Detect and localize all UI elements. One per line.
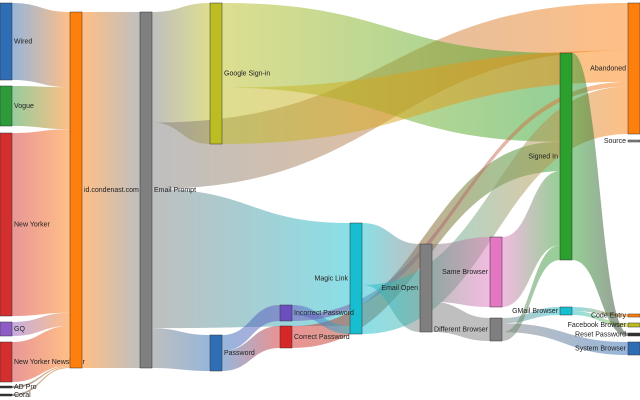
link-incorrect-to-abandoned xyxy=(292,81,628,321)
node-idcn[interactable] xyxy=(69,11,83,369)
link-password-to-correct xyxy=(222,326,280,371)
node-label-coral: Coral xyxy=(14,392,31,399)
node-samebrowser[interactable] xyxy=(489,236,503,308)
node-nyn[interactable] xyxy=(0,341,13,383)
node-incorrect[interactable] xyxy=(279,304,293,322)
link-adpro-to-idcn xyxy=(12,365,70,388)
node-label-magic: Magic Link xyxy=(315,275,349,282)
node-signedin[interactable] xyxy=(559,52,573,261)
link-incorrect-to-magic xyxy=(292,305,350,334)
node-label-google: Google Sign-in xyxy=(224,70,270,77)
node-label-gmail: GMail Browser xyxy=(512,308,559,315)
link-nyn-to-idcn xyxy=(12,325,70,382)
link-emailopen-to-diffbrowser xyxy=(432,301,490,341)
node-adpro[interactable] xyxy=(0,385,13,389)
node-coral[interactable] xyxy=(0,393,13,397)
node-abandoned[interactable] xyxy=(627,2,640,135)
node-label-correct: Correct Password xyxy=(294,334,350,341)
node-wired[interactable] xyxy=(0,2,13,81)
node-gq[interactable] xyxy=(0,321,13,337)
node-sysbrowser[interactable] xyxy=(627,341,640,356)
node-label-password: Password xyxy=(224,350,255,357)
node-correct[interactable] xyxy=(279,325,293,349)
link-wired-to-idcn xyxy=(12,3,70,88)
node-fbbrowser[interactable] xyxy=(627,322,640,328)
link-google-to-signedin xyxy=(222,3,560,142)
link-idcn-to-emailprompt xyxy=(82,12,140,368)
node-label-gq: GQ xyxy=(14,326,25,333)
link-newyorker-to-idcn xyxy=(12,129,70,316)
node-label-resetpw: Reset Password xyxy=(575,331,626,338)
node-label-abandoned: Abandoned xyxy=(590,65,626,72)
node-newyorker[interactable] xyxy=(0,132,13,317)
link-emailprompt-to-google xyxy=(152,3,210,144)
node-label-newyorker: New Yorker xyxy=(14,221,50,228)
node-label-nyn: New Yorker Newsletter xyxy=(14,359,85,366)
link-emailopen-to-samebrowser xyxy=(432,237,490,307)
node-label-signedin: Signed In xyxy=(528,153,558,160)
node-label-sysbrowser: System Browser xyxy=(575,345,627,352)
node-google[interactable] xyxy=(209,2,223,145)
link-emailprompt-to-magic xyxy=(152,188,350,329)
link-vogue-to-idcn xyxy=(12,86,70,130)
node-resetpw[interactable] xyxy=(627,332,640,337)
node-gmail[interactable] xyxy=(559,306,573,316)
link-gq-to-idcn xyxy=(12,312,70,336)
link-google-to-abandoned xyxy=(222,50,628,144)
link-password-to-incorrect xyxy=(222,305,280,351)
node-emailopen[interactable] xyxy=(419,243,433,333)
node-label-source: Source xyxy=(604,138,626,145)
node-codeentry[interactable] xyxy=(627,313,640,318)
node-source[interactable] xyxy=(627,139,640,143)
node-label-idcn: id.condenast.com xyxy=(84,187,139,194)
node-label-samebrowser: Same Browser xyxy=(442,269,489,276)
link-diffbrowser-to-sysbrowser xyxy=(502,323,628,355)
link-coral-to-idcn xyxy=(12,366,70,396)
node-label-emailopen: Email Open xyxy=(381,285,418,292)
node-label-emailprompt: Email Prompt xyxy=(154,187,196,194)
node-emailprompt[interactable] xyxy=(139,11,153,369)
node-label-fbbrowser: Facebook Browser xyxy=(568,322,627,329)
link-diffbrowser-to-gmail xyxy=(502,307,560,324)
node-vogue[interactable] xyxy=(0,85,13,127)
node-label-codeentry: Code Entry xyxy=(591,312,627,319)
node-label-wired: Wired xyxy=(14,38,32,45)
node-magic[interactable] xyxy=(349,222,363,335)
node-diffbrowser[interactable] xyxy=(489,317,503,342)
node-label-adpro: AD Pro xyxy=(14,384,37,391)
node-label-vogue: Vogue xyxy=(14,103,34,110)
link-diffbrowser-to-signedin xyxy=(502,245,560,341)
link-samebrowser-to-signedin xyxy=(502,171,560,307)
node-password[interactable] xyxy=(209,334,223,372)
node-label-incorrect: Incorrect Password xyxy=(294,310,354,317)
link-signedin-to-resetpw xyxy=(572,53,628,336)
link-emailprompt-to-password xyxy=(152,328,210,371)
node-label-diffbrowser: Different Browser xyxy=(434,326,489,333)
